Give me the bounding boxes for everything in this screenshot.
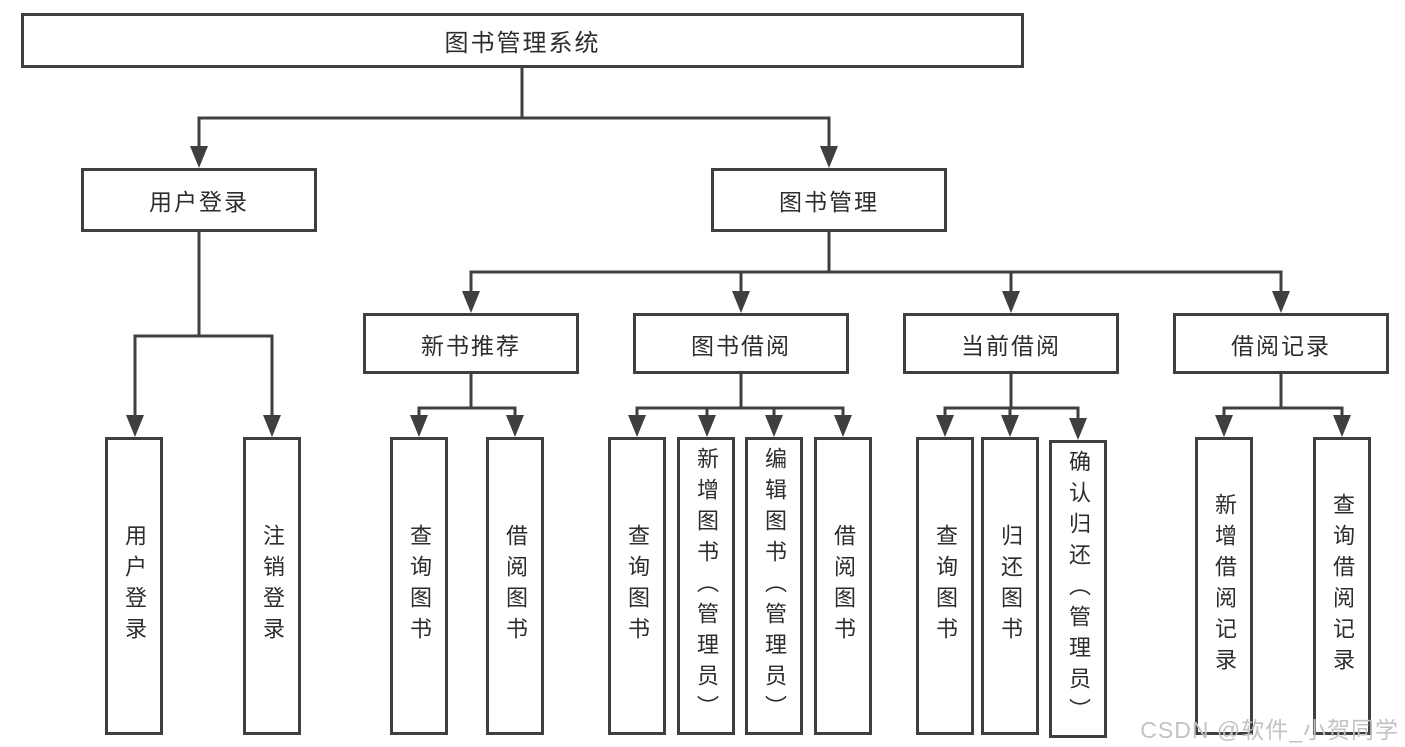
leaf-add-book-admin: 新增图书（管理员） [677,437,735,735]
node-book-management: 图书管理 [711,168,947,232]
node-library-management-system: 图书管理系统 [21,13,1024,68]
leaf-recommend-borrow-book: 借阅图书 [486,437,544,735]
connector-records-to-leaves [1222,374,1344,419]
leaf-return-book: 归还图书 [981,437,1039,735]
node-new-book-recommend: 新书推荐 [363,313,579,374]
leaf-recommend-query-book: 查询图书 [390,437,448,735]
node-label: 归还图书 [998,524,1023,648]
node-label: 借阅图书 [503,524,528,648]
csdn-watermark: CSDN @软件_小贺同学 [1140,717,1399,743]
node-label: 编辑图书（管理员） [762,446,787,726]
node-user-login: 用户登录 [81,168,317,232]
node-label: 当前借阅 [961,332,1061,359]
node-label: 新书推荐 [421,332,521,359]
connector-newbook-to-leaves [417,374,517,419]
connector-userlogin-to-leaves [133,232,274,419]
node-label: 新增图书（管理员） [694,446,719,726]
node-label: 查询图书 [933,524,958,648]
node-label: 注销登录 [260,524,285,648]
leaf-borrow-book: 借阅图书 [814,437,872,735]
leaf-current-query-book: 查询图书 [916,437,974,735]
leaf-edit-book-admin: 编辑图书（管理员） [745,437,803,735]
node-label: 借阅图书 [831,524,856,648]
node-label: 确认归还（管理员） [1066,449,1091,729]
node-label: 用户登录 [122,524,147,648]
node-label: 查询借阅记录 [1330,493,1355,679]
node-label: 用户登录 [149,189,249,215]
arrowheads [126,146,1351,440]
node-label: 图书借阅 [691,332,791,359]
node-label: 借阅记录 [1231,332,1331,359]
connector-root-to-level2 [197,68,831,150]
node-label: 查询图书 [625,524,650,648]
leaf-borrow-query-book: 查询图书 [608,437,666,735]
leaf-add-borrow-record: 新增借阅记录 [1195,437,1253,735]
node-label: 图书管理 [779,189,879,215]
connector-current-to-leaves [943,374,1080,422]
connector-borrow-to-leaves [635,374,845,419]
leaf-query-borrow-record: 查询借阅记录 [1313,437,1371,735]
node-label: 新增借阅记录 [1212,493,1237,679]
leaf-user-login: 用户登录 [105,437,163,735]
leaf-confirm-return-admin: 确认归还（管理员） [1049,440,1107,738]
node-label: 查询图书 [407,524,432,648]
node-book-borrow: 图书借阅 [633,313,849,374]
connector-bookmgmt-to-level3 [469,232,1283,295]
node-borrow-records: 借阅记录 [1173,313,1389,374]
node-current-borrow: 当前借阅 [903,313,1119,374]
node-label: 图书管理系统 [444,30,601,57]
leaf-logout: 注销登录 [243,437,301,735]
